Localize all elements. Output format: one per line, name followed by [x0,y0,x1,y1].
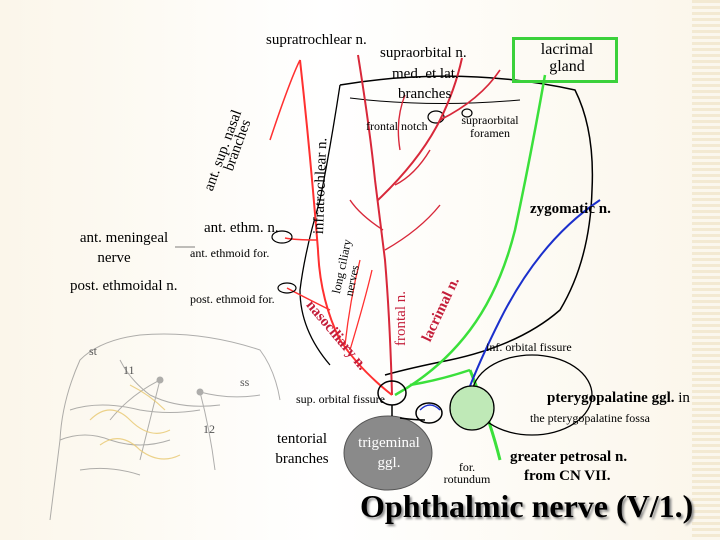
ant-ethmoidal-line [284,237,319,241]
label-ant-ethmoid-for: ant. ethmoid for. [190,246,270,260]
slide-title: Ophthalmic nerve (V/1.) [360,488,694,524]
post-ethmoidal-line [286,287,331,311]
ant-ethmoid-foramen-shape [271,230,293,244]
label-ant-meningeal: ant. meningeal [79,230,169,246]
orbit-outline [339,75,594,376]
nasal-inset-sketch [49,333,281,521]
frontal-twig-1 [384,204,441,251]
label-frontal-notch: frontal notch [366,119,428,133]
label-sup-orbital-fissure: sup. orbital fissure [296,392,385,406]
label-trigeminal: trigeminal [358,435,420,451]
frontal-notch-shape [427,110,445,124]
inset-nerve-highlights [89,384,181,460]
label-zygomatic: zygomatic n. [530,201,611,217]
nasociliary-trunk [317,249,393,396]
supraorbital-nerve-line [377,57,463,201]
inset-label-st: st [89,344,98,358]
label-supraorbital-foramen: supraorbital foramen [461,113,519,140]
long-ciliary-line-2 [349,269,373,351]
label-ant-meningeal-nerve: nerve [97,250,131,266]
foramen-rotundum-shape [415,402,443,424]
orbit-outline-left [299,84,341,366]
label-med-lat: med. et lat. [392,66,459,82]
label-pterygopalatine-fossa: the pterygopalatine fossa [530,411,650,425]
label-pterygopalatine: pterygopalatine ggl. in [547,390,690,406]
label-for-rotundum: for. [458,460,476,474]
supraorbital-foramen-shape [461,108,473,118]
long-ciliary-line-1 [344,259,361,346]
label-frontal-n: frontal n. [393,291,409,346]
infratrochlear-line [299,59,319,251]
label-lacrimal-gland: lacrimal gland [540,41,594,75]
supraorbital-medial-branch [397,94,406,151]
label-supraorbital-branches: branches [398,86,452,102]
lacrimal-gland-box [512,37,618,83]
label-post-ethmoid-for: post. ethmoid for. [190,292,275,306]
supratrochlear-nerve-line [357,54,376,181]
label-tentorial-branches: branches [275,451,329,467]
label-supratrochlear: supratrochlear n. [266,32,367,48]
frontal-twig-3 [394,149,431,186]
trigeminal-to-rotundum [399,417,426,421]
label-greater-petrosal: greater petrosal n. [510,449,628,465]
inset-label-12: 12 [203,422,215,436]
label-trigeminal-ggl: ggl. [377,455,401,471]
supraorbital-lateral-branch [439,69,501,121]
label-post-ethmoidal: post. ethmoidal n. [70,278,178,294]
frontal-nerve-trunk [374,179,393,396]
lacrimal-lower-arc [409,368,471,387]
label-rotundum: rotundum [443,472,491,486]
pterygopalatine-ganglion [449,385,495,431]
label-supraorbital: supraorbital n. [380,45,467,61]
inset-label-ss: ss [240,375,250,389]
label-greater-petrosal-from: from CN VII. [524,468,611,484]
label-ant-ethm-n: ant. ethm. n. [204,220,279,236]
slide-border-stripe [692,0,720,540]
trigeminal-ganglion [343,415,433,491]
frontal-twig-2 [349,199,384,231]
ant-sup-nasal-line [269,59,301,141]
label-tentorial: tentorial [277,431,327,447]
label-inf-orbital-fissure: inf. orbital fissure [486,340,572,354]
orbit-roof [349,97,521,105]
inset-label-11: 11 [123,363,135,377]
post-ethmoid-foramen-shape [277,282,297,294]
lacrimal-nerve-line [394,74,547,397]
zygomatic-lower-arc [419,404,441,411]
label-infratrochlear: infratrochlear n. [311,137,331,235]
